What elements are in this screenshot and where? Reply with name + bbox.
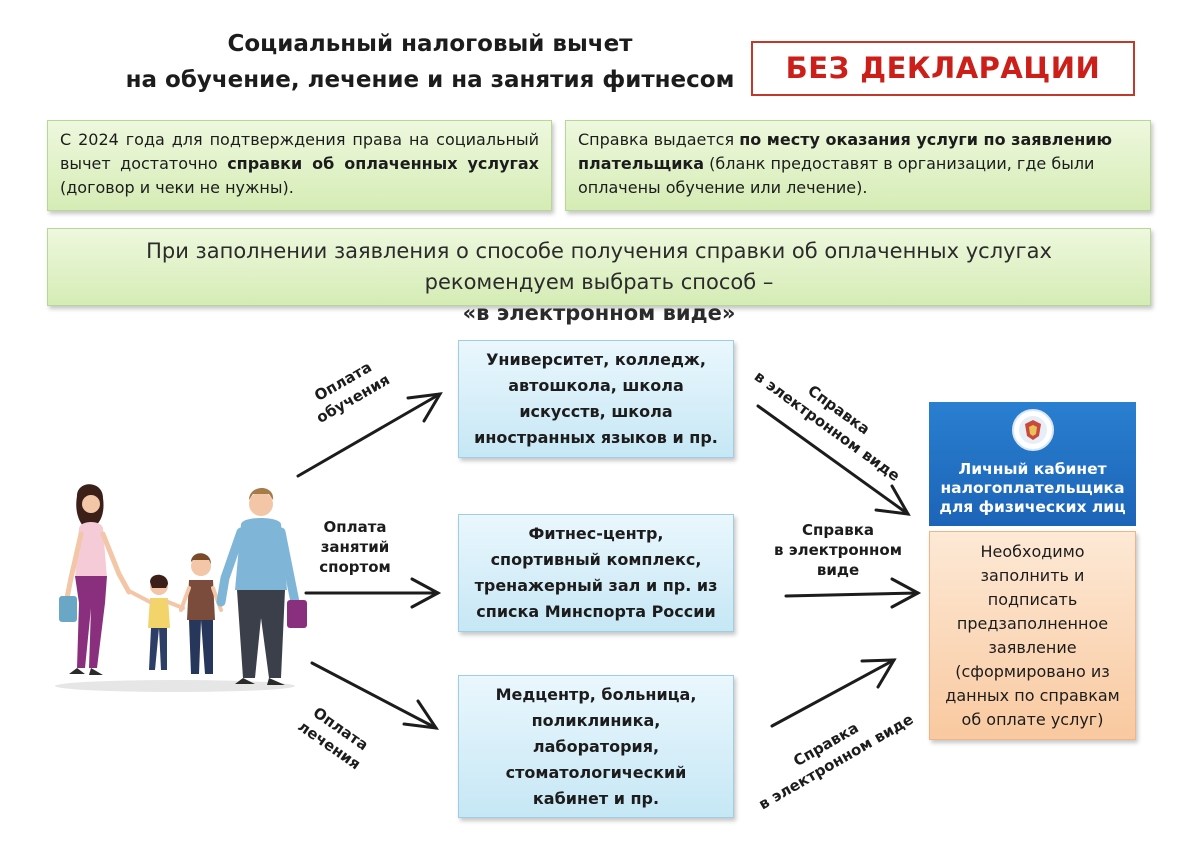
- instruction-line-4: предзаполненное: [956, 614, 1109, 633]
- banner-line-2-prefix: рекомендуем выбрать способ –: [424, 270, 774, 294]
- personal-account-panel: Личный кабинет налогоплательщика для физ…: [929, 402, 1136, 526]
- info-left-bold: справки об оплаченных услугах: [227, 154, 539, 173]
- info-box-certificate: С 2024 года для подтверждения права на с…: [47, 120, 552, 211]
- info-left-text-1: С 2024 года для подтверждения права на с…: [60, 130, 539, 173]
- label-payment-sport: Оплата занятий спортом: [290, 517, 420, 577]
- personal-account-line-1: Личный кабинет: [958, 460, 1107, 478]
- institution-treatment-line-1: Медцентр, больница,: [495, 684, 697, 704]
- personal-account-line-2: налогоплательщика: [940, 479, 1125, 497]
- banner-line-2: рекомендуем выбрать способ – «в электрон…: [58, 267, 1140, 329]
- info-right-bold: по месту оказания услуги по заявлению пл…: [578, 130, 1113, 173]
- institution-sport-line-2: спортивный комплекс,: [490, 550, 702, 569]
- arrow-to-sport-head: [410, 577, 442, 609]
- arrow-treatment-to-account: [770, 658, 896, 728]
- institution-study-line-1: Университет, колледж,: [486, 350, 706, 369]
- institution-treatment-line-5: кабинет и пр.: [532, 788, 660, 808]
- institution-study-line-4: иностранных языков и пр.: [474, 428, 718, 447]
- label-certificate-middle: Справка в электронном виде: [763, 520, 913, 580]
- institution-study-line-2: автошкола, школа: [508, 376, 684, 395]
- institution-treatment-line-4: стоматологический: [505, 762, 687, 782]
- father-figure: [216, 488, 307, 685]
- instruction-line-2: заполнить и: [980, 566, 1085, 585]
- arrow-sport-to-account-head: [890, 577, 922, 609]
- banner-line-2-bold: «в электронном виде»: [462, 301, 736, 325]
- instruction-line-6: (сформировано из: [955, 662, 1110, 681]
- label-payment-sport-line-2: спортом: [319, 558, 391, 576]
- family-illustration: [55, 484, 307, 692]
- institution-treatment-line-2: поликлиника,: [531, 710, 661, 730]
- boy-figure: [179, 553, 223, 674]
- banner-line-1: При заполнении заявления о способе получ…: [146, 239, 1052, 263]
- arrow-to-study: [296, 392, 442, 478]
- instruction-line-8: об оплате услуг): [961, 710, 1104, 729]
- label-certificate-middle-line-2: в электронном: [774, 541, 902, 559]
- arrow-study-to-account-head: [874, 484, 911, 516]
- title-line-1: Социальный налоговый вычет: [227, 31, 633, 57]
- arrow-to-treatment: [310, 661, 438, 730]
- arrow-to-treatment-head: [402, 699, 440, 730]
- instruction-line-1: Необходимо: [980, 542, 1085, 561]
- institution-box-sport: Фитнес-центр, спортивный комплекс, трена…: [458, 514, 734, 632]
- label-certificate-middle-line-1: Справка: [801, 521, 875, 539]
- no-declaration-badge: БЕЗ ДЕКЛАРАЦИИ: [751, 41, 1135, 96]
- info-box-issuance: Справка выдается по месту оказания услуг…: [565, 120, 1151, 211]
- info-left-text-2: (договор и чеки не нужны).: [60, 178, 294, 197]
- instruction-box: Необходимо заполнить и подписать предзап…: [929, 531, 1136, 740]
- recommendation-banner: При заполнении заявления о способе получ…: [47, 228, 1151, 325]
- girl-figure: [129, 574, 185, 670]
- label-certificate-middle-line-3: виде: [816, 561, 860, 579]
- personal-account-line-3: для физических лиц: [939, 498, 1126, 516]
- fns-emblem-icon: [1012, 409, 1054, 451]
- arrow-sport-to-account: [784, 591, 920, 598]
- institution-sport-line-3: тренажерный зал и пр. из: [474, 576, 718, 595]
- info-right-text-2: (бланк предоставят в организации, где бы…: [578, 154, 1095, 197]
- info-right-text-1: Справка выдается: [578, 130, 740, 149]
- arrow-study-to-account: [756, 404, 910, 516]
- mother-figure: [59, 484, 132, 675]
- label-payment-sport-line-1: Оплата занятий: [320, 518, 390, 556]
- institution-study-line-3: искусств, школа: [519, 402, 673, 421]
- instruction-line-3: подписать: [987, 590, 1078, 609]
- instruction-line-5: заявление: [988, 638, 1077, 657]
- arrow-treatment-to-account-head: [860, 658, 897, 689]
- title-line-2: на обучение, лечение и на занятия фитнес…: [125, 67, 735, 93]
- arrow-to-study-head: [406, 392, 443, 423]
- institution-sport-line-1: Фитнес-центр,: [528, 524, 664, 543]
- instruction-line-7: данных по справкам: [945, 686, 1120, 705]
- institution-treatment-line-3: лаборатория,: [532, 736, 660, 756]
- institution-sport-line-4: списка Минспорта России: [476, 602, 716, 621]
- institution-box-treatment: Медцентр, больница, поликлиника, лаборат…: [458, 675, 734, 818]
- page-title: Социальный налоговый вычет на обучение, …: [110, 26, 750, 98]
- institution-box-study: Университет, колледж, автошкола, школа и…: [458, 340, 734, 458]
